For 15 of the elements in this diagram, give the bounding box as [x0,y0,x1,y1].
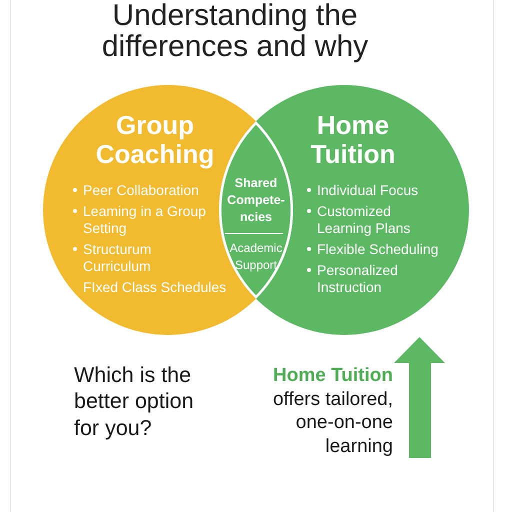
list-item-text: FIxed Class Schedules [83,278,228,296]
list-item-text: Leaming in a Group Setting [83,202,207,236]
list-item-text: Peer Collaboration [83,182,200,198]
circle-title: Group Coaching [94,111,216,169]
list-item-text: Personalized Instruction [317,262,399,296]
list-item-text: Customized Learning Plans [317,202,412,236]
diagram-title: Understanding the differences and why [100,0,370,62]
overlap-text: Academic Support [228,240,284,274]
overlap-title: Shared Compete- ncies [226,174,286,226]
list-item-text: Flexible Scheduling [317,240,440,258]
list-item-text: Structurum Curriculum [83,240,152,274]
callout-text: Home Tuition offers tailored, one-on-one learning [272,364,393,458]
circle-title: Home Tuition [310,111,396,169]
question-text: Which is the better option for you? [74,362,195,442]
list-item-text: Individual Focus [317,182,420,198]
